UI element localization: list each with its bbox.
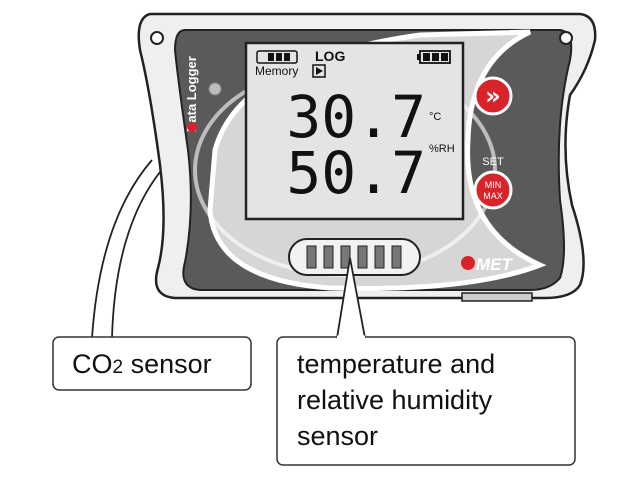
comet-logo: MET — [461, 255, 514, 274]
co2-callout-text: CO2 sensor — [72, 349, 212, 379]
next-button[interactable]: » — [473, 76, 513, 116]
status-led — [208, 82, 222, 96]
mounting-hole-right — [559, 31, 573, 45]
connector-port — [461, 292, 533, 302]
memory-indicator-icon — [256, 50, 298, 64]
temperature-unit: °C — [429, 111, 441, 123]
temperature-humidity-sensor-grille — [288, 238, 421, 276]
temp-rh-callout-line3: sensor — [297, 421, 378, 451]
co2-leader-line-2 — [111, 171, 161, 339]
log-label: LOG — [315, 48, 345, 64]
min-max-button[interactable]: MIN MAX — [473, 170, 513, 210]
max-label: MAX — [483, 191, 503, 201]
temp-rh-callout-line1: temperature and — [297, 349, 495, 379]
svg-text:MET: MET — [476, 255, 514, 274]
play-icon — [316, 67, 323, 75]
humidity-unit: %RH — [429, 143, 455, 155]
temp-rh-callout-line2: relative humidity — [297, 385, 493, 415]
memory-label: Memory — [255, 64, 298, 78]
data-logger-label: Data Logger — [184, 56, 199, 132]
co2-callout-box — [52, 336, 252, 391]
temp-rh-callout-box — [276, 336, 576, 466]
battery-icon — [417, 50, 451, 64]
play-icon-box — [312, 64, 326, 78]
set-label: SET — [482, 156, 504, 168]
mounting-hole-left — [150, 31, 164, 45]
min-label: MIN — [485, 180, 502, 190]
humidity-value: 50.7 — [286, 139, 426, 207]
lcd-display — [244, 41, 465, 221]
brand-dot-icon — [187, 122, 197, 132]
co2-leader-line — [91, 159, 153, 339]
temperature-value: 30.7 — [286, 83, 426, 151]
next-icon: » — [485, 82, 501, 110]
sensor-pointer — [336, 257, 366, 339]
